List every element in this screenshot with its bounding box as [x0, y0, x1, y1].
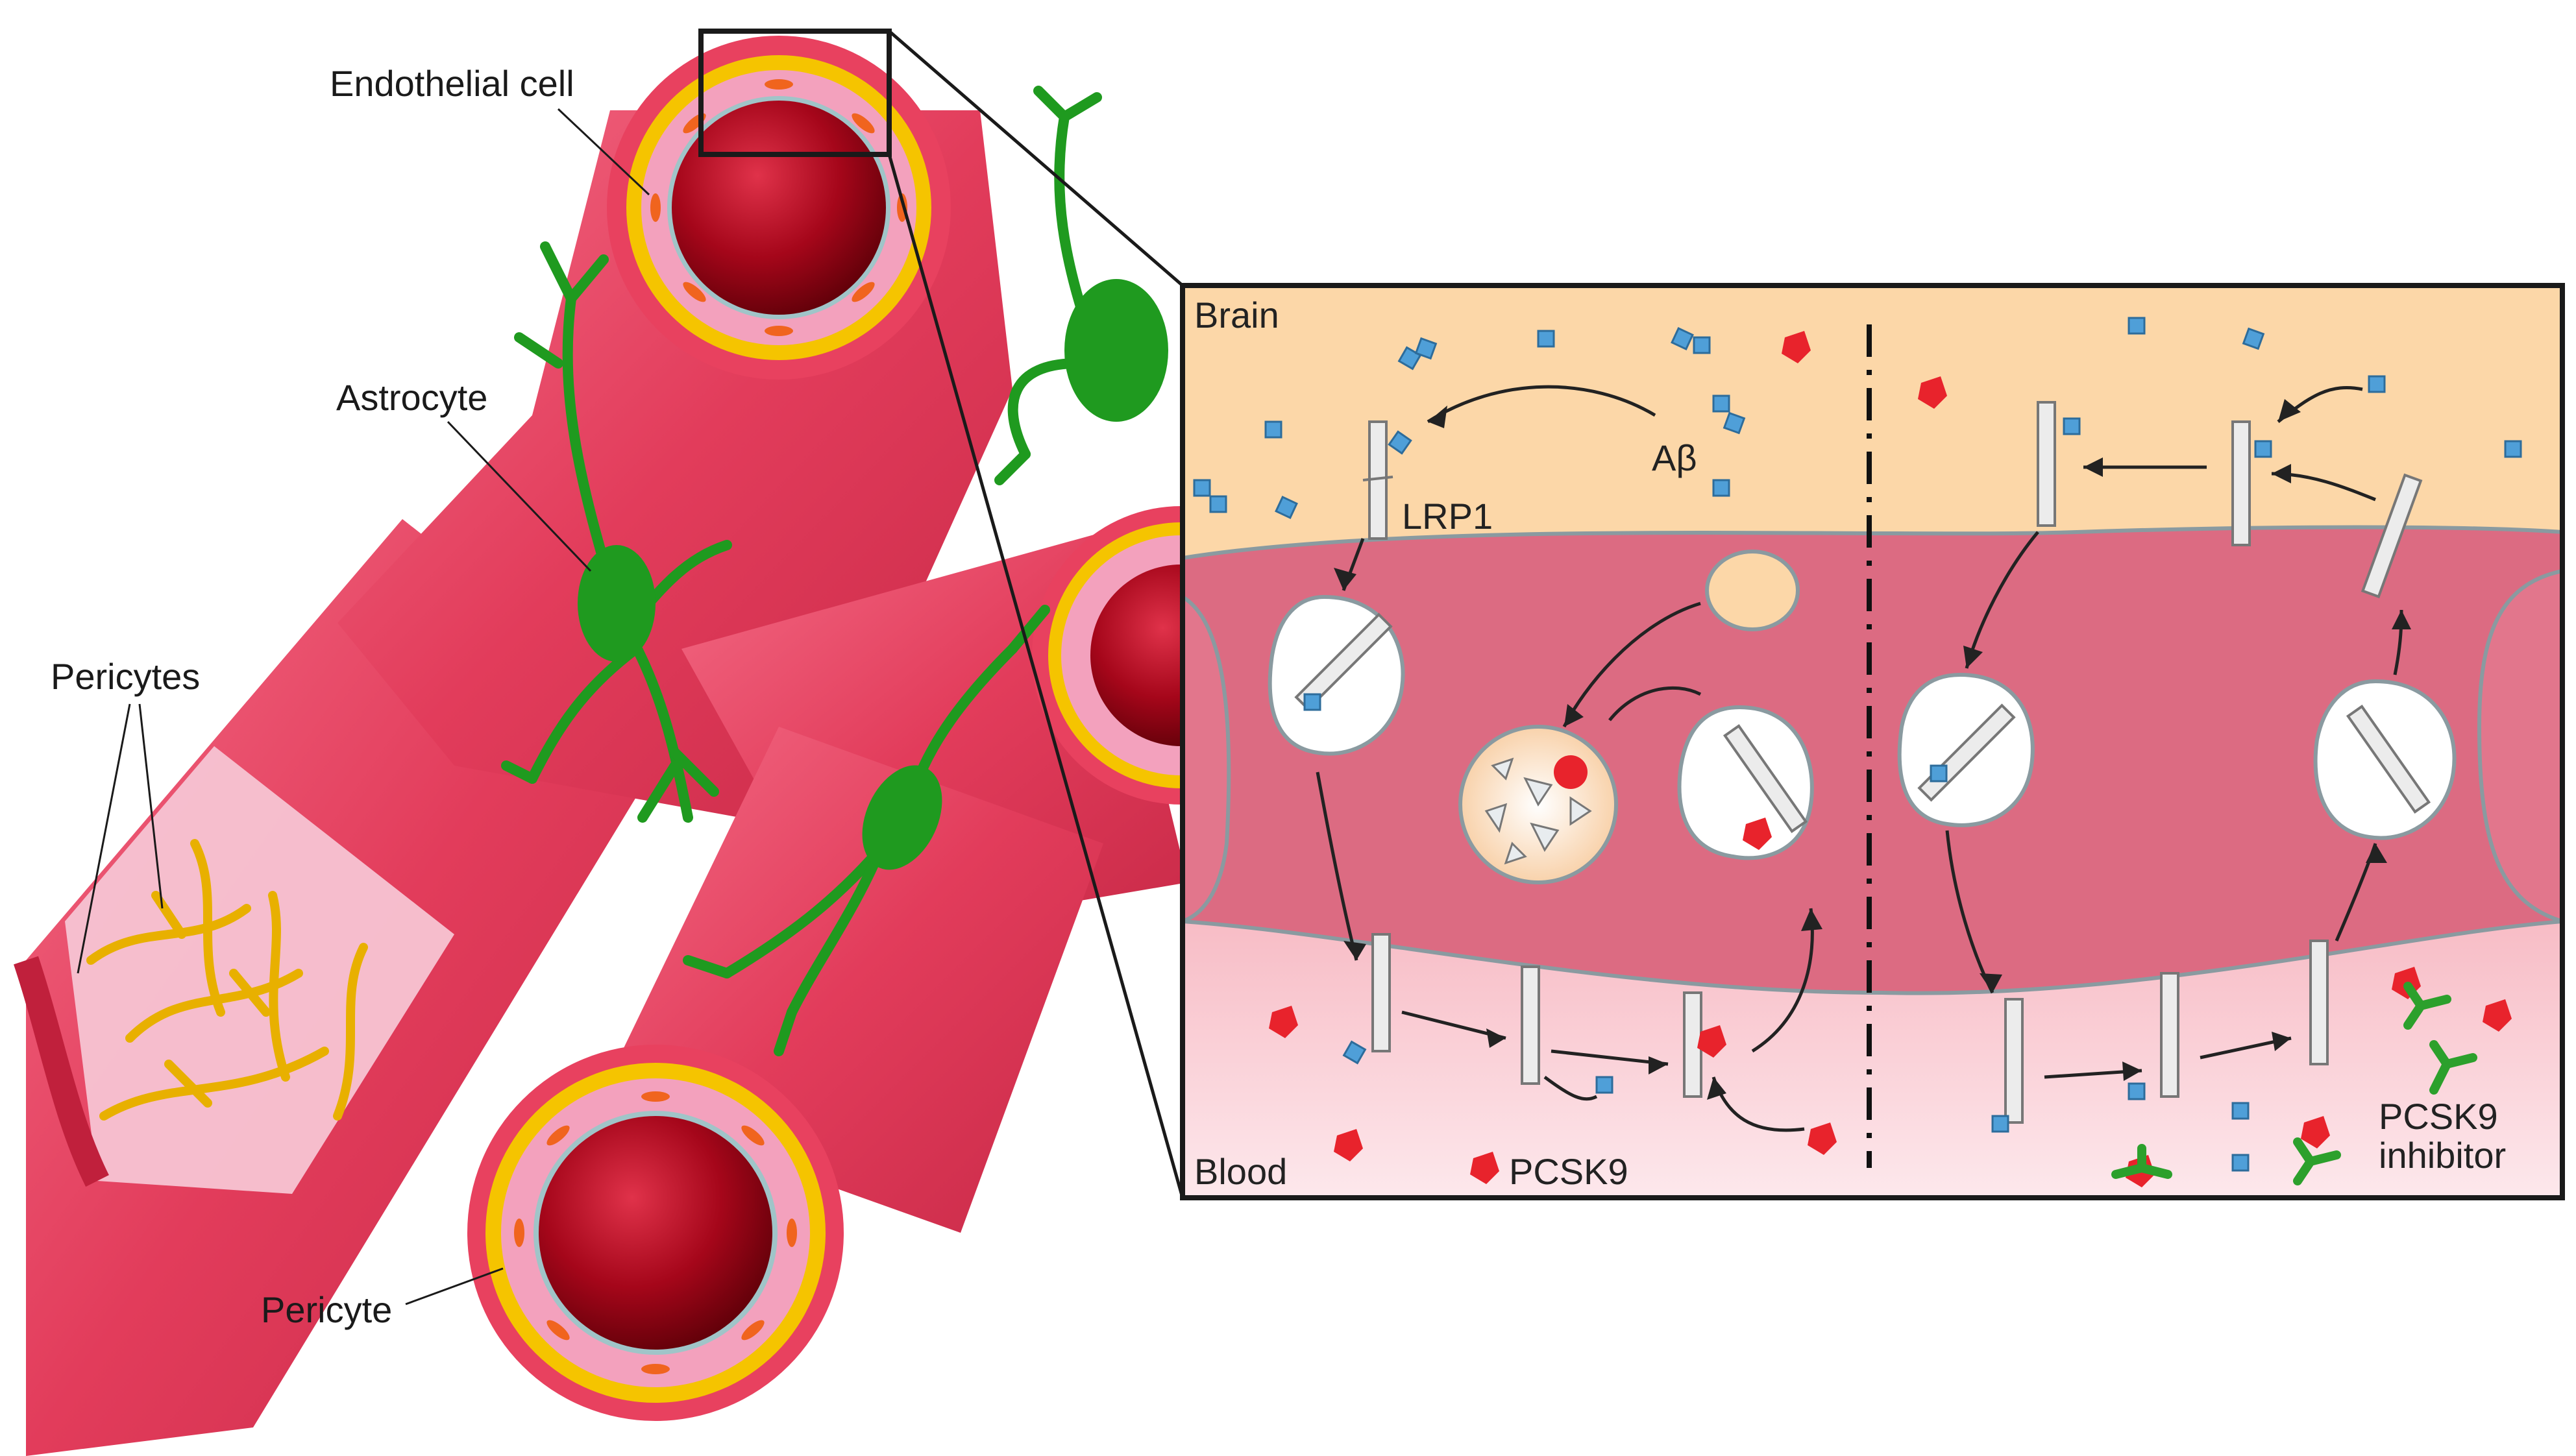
lrp1-receptor [2361, 473, 2423, 599]
cross-section-bottom [467, 1045, 844, 1421]
pericyte-processes [86, 839, 368, 1121]
abeta-peptides [1193, 317, 2522, 1172]
vessel-labels: Endothelial cell Astrocyte Pericytes Per… [51, 63, 650, 1330]
leader-pericyte [405, 1267, 504, 1305]
zoom-line-top [888, 30, 1184, 287]
label-abeta: Aβ [1652, 437, 1697, 478]
lrp1-receptor [1723, 724, 1808, 833]
cell-junction-right [2477, 569, 2562, 923]
lrp1-receptor [1371, 933, 1391, 1052]
zoom-line-bottom [887, 154, 1184, 1198]
astrocyte-middle [683, 605, 1050, 1056]
lrp1-receptors [1294, 401, 2431, 1124]
leader-astrocyte [447, 420, 592, 572]
leader-pericytes-2 [138, 703, 164, 909]
lrp1-receptor [1362, 420, 1393, 540]
lrp1-receptor [2160, 972, 2179, 1098]
arrow-heads [1334, 399, 2411, 1100]
pcsk9-inhibitors [2111, 982, 2477, 1185]
cell-junction-left [1183, 595, 1231, 923]
leader-endothelial-cell [557, 108, 650, 196]
astrocyte-top-right [994, 86, 1168, 485]
degraded-pcsk9 [1554, 755, 1588, 789]
lrp1-receptor [2346, 705, 2431, 814]
lrp1-receptor [2037, 401, 2056, 527]
label-astrocyte: Astrocyte [336, 377, 487, 418]
lrp1-receptor [2004, 998, 2024, 1124]
lrp1-receptor [1521, 965, 1540, 1085]
endosome-left-3 [1677, 705, 1814, 860]
leader-pericytes-1 [77, 703, 131, 974]
label-endothelial-cell: Endothelial cell [330, 63, 574, 104]
lrp1-receptor [2309, 940, 2329, 1065]
zoom-box [698, 29, 892, 157]
lrp1-receptor [1683, 991, 1702, 1098]
label-pcsk9: PCSK9 [1509, 1151, 1628, 1192]
lrp1-receptor [2231, 420, 2251, 546]
panel-border [1180, 283, 2565, 1200]
pcsk9-legend-icon [1470, 1152, 1499, 1184]
label-pericytes: Pericytes [51, 656, 200, 697]
mechanism-panel: Brain Blood Aβ LRP1 PCSK9 PCSK9 inhibito… [1180, 283, 2565, 1200]
label-pcsk9-inhibitor-line1: PCSK9 [2379, 1096, 2498, 1137]
pericyte-network-segment [65, 746, 454, 1194]
vesicle-small [1705, 550, 1800, 631]
label-lrp1: LRP1 [1402, 496, 1493, 537]
brain-region [1183, 285, 2562, 558]
degraded-fragments [1484, 757, 1592, 865]
label-brain: Brain [1194, 295, 1279, 335]
lrp1-receptor [1294, 613, 1393, 711]
vessel-illustration [14, 29, 1331, 1456]
cross-section-top [607, 36, 951, 380]
label-blood: Blood [1194, 1151, 1287, 1192]
vessel-cut-edge [14, 956, 109, 1187]
label-pericyte: Pericyte [261, 1289, 392, 1330]
label-pcsk9-inhibitor-line2: inhibitor [2379, 1135, 2506, 1176]
astrocyte-left [501, 241, 732, 823]
